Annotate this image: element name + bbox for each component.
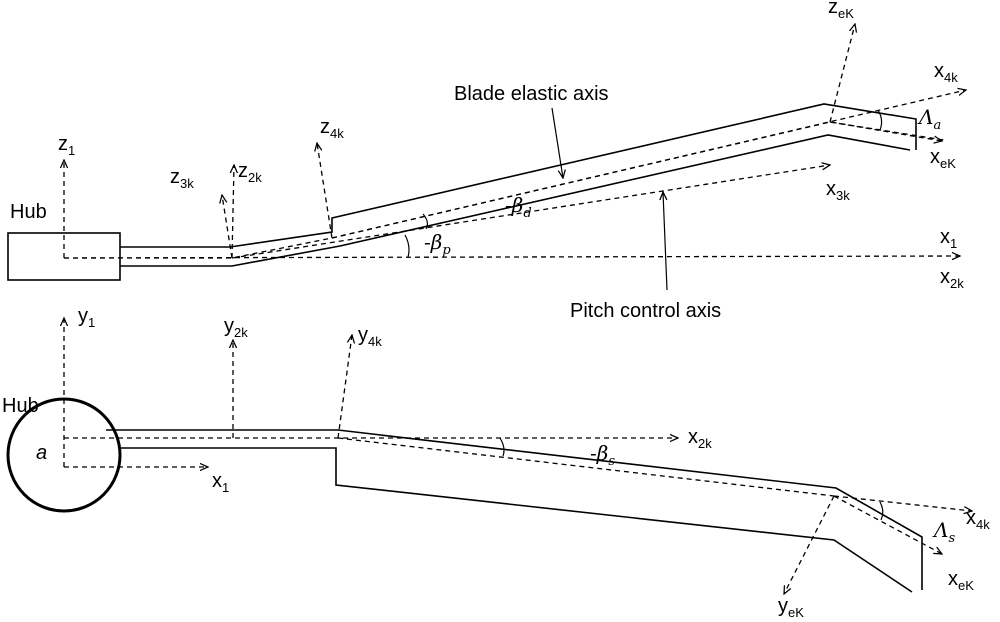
- top-z2k-axis: [232, 165, 234, 259]
- top-x1-axis: [63, 256, 960, 258]
- hub-a-label: a: [36, 442, 47, 464]
- top-z1-label: z1: [58, 133, 75, 158]
- bottom-beta-s-label: -βs: [590, 441, 615, 469]
- bottom-xeK-label: xeK: [948, 568, 974, 593]
- bottom-blade-upper-edge: [106, 429, 923, 590]
- bottom-x1-label: x1: [212, 470, 229, 495]
- bottom-y4k-axis: [337, 335, 352, 439]
- bottom-lambda-s-arc: [879, 501, 884, 521]
- bottom-x4k-axis: [833, 495, 972, 511]
- top-z3k-label: z3k: [170, 166, 194, 191]
- top-x3k-axis: [231, 165, 830, 259]
- top-view: Hub z1 z3k z2k z4k zeK x4k xeK x3k x1 x2…: [7, 0, 966, 322]
- top-beta-p-arc: [404, 234, 410, 258]
- bottom-blade-lower-edge: [118, 447, 913, 593]
- bottom-yeK-label: yeK: [778, 595, 804, 620]
- top-lambda-a-arc: [877, 109, 883, 131]
- top-beta-d-label: -βd: [505, 193, 532, 221]
- top-hub-label: Hub: [10, 201, 47, 223]
- top-z3k-axis: [222, 195, 233, 259]
- bottom-elastic-axis: [337, 437, 835, 497]
- top-zeK-axis: [829, 24, 855, 123]
- top-beta-p-label: -βp: [424, 230, 451, 258]
- top-x1-label: x1: [940, 226, 957, 251]
- bottom-lambda-s-label: Λs: [932, 518, 955, 546]
- bottom-hub-label: Hub: [2, 395, 39, 417]
- top-blade-lower-edge: [120, 134, 911, 267]
- bottom-view: Hub a y1 x1 y2k y4k x2k -βs x4k Λs xeK y…: [2, 305, 990, 620]
- top-x3k-label: x3k: [826, 178, 850, 203]
- top-xeK-label: xeK: [930, 146, 956, 171]
- bottom-beta-s-arc: [499, 437, 505, 457]
- bottom-y1-label: y1: [78, 305, 95, 330]
- bottom-y2k-label: y2k: [224, 315, 248, 340]
- top-x4k-label: x4k: [934, 60, 958, 85]
- top-elastic-axis-pointer: [551, 107, 563, 178]
- top-xeK-axis: [829, 121, 942, 141]
- blade-elastic-axis-label: Blade elastic axis: [454, 83, 609, 105]
- pitch-control-axis-label: Pitch control axis: [570, 300, 721, 322]
- bottom-y4k-label: y4k: [358, 324, 382, 349]
- top-beta-d-arc: [422, 213, 429, 230]
- bottom-x2k-label: x2k: [688, 426, 712, 451]
- top-lambda-a-label: Λa: [917, 105, 941, 133]
- top-z4k-axis: [317, 143, 333, 239]
- top-z2k-label: z2k: [238, 160, 262, 185]
- top-x2k-label: x2k: [940, 266, 964, 291]
- bottom-x4k-label: x4k: [966, 507, 990, 532]
- bottom-xeK-axis: [833, 495, 942, 554]
- bottom-yeK-axis: [784, 495, 835, 594]
- top-hub-box: [7, 232, 121, 281]
- top-elastic-axis: [64, 121, 945, 259]
- top-z4k-label: z4k: [320, 116, 344, 141]
- top-pitch-axis-pointer: [663, 192, 668, 291]
- top-zeK-label: zeK: [828, 0, 854, 21]
- top-x4k-axis: [331, 90, 966, 239]
